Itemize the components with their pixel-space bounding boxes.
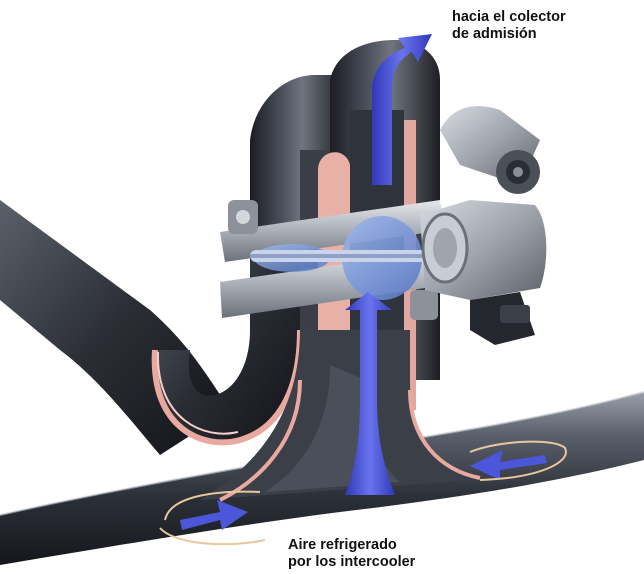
outlet-label: hacia el colector de admisión xyxy=(452,9,566,43)
inlet-label-line2: por los intercooler xyxy=(288,554,415,571)
inlet-label: Aire refrigerado por los intercooler xyxy=(288,537,415,571)
inlet-label-line1: Aire refrigerado xyxy=(288,537,415,554)
outlet-label-line1: hacia el colector xyxy=(452,9,566,26)
outlet-label-line2: de admisión xyxy=(452,26,566,43)
